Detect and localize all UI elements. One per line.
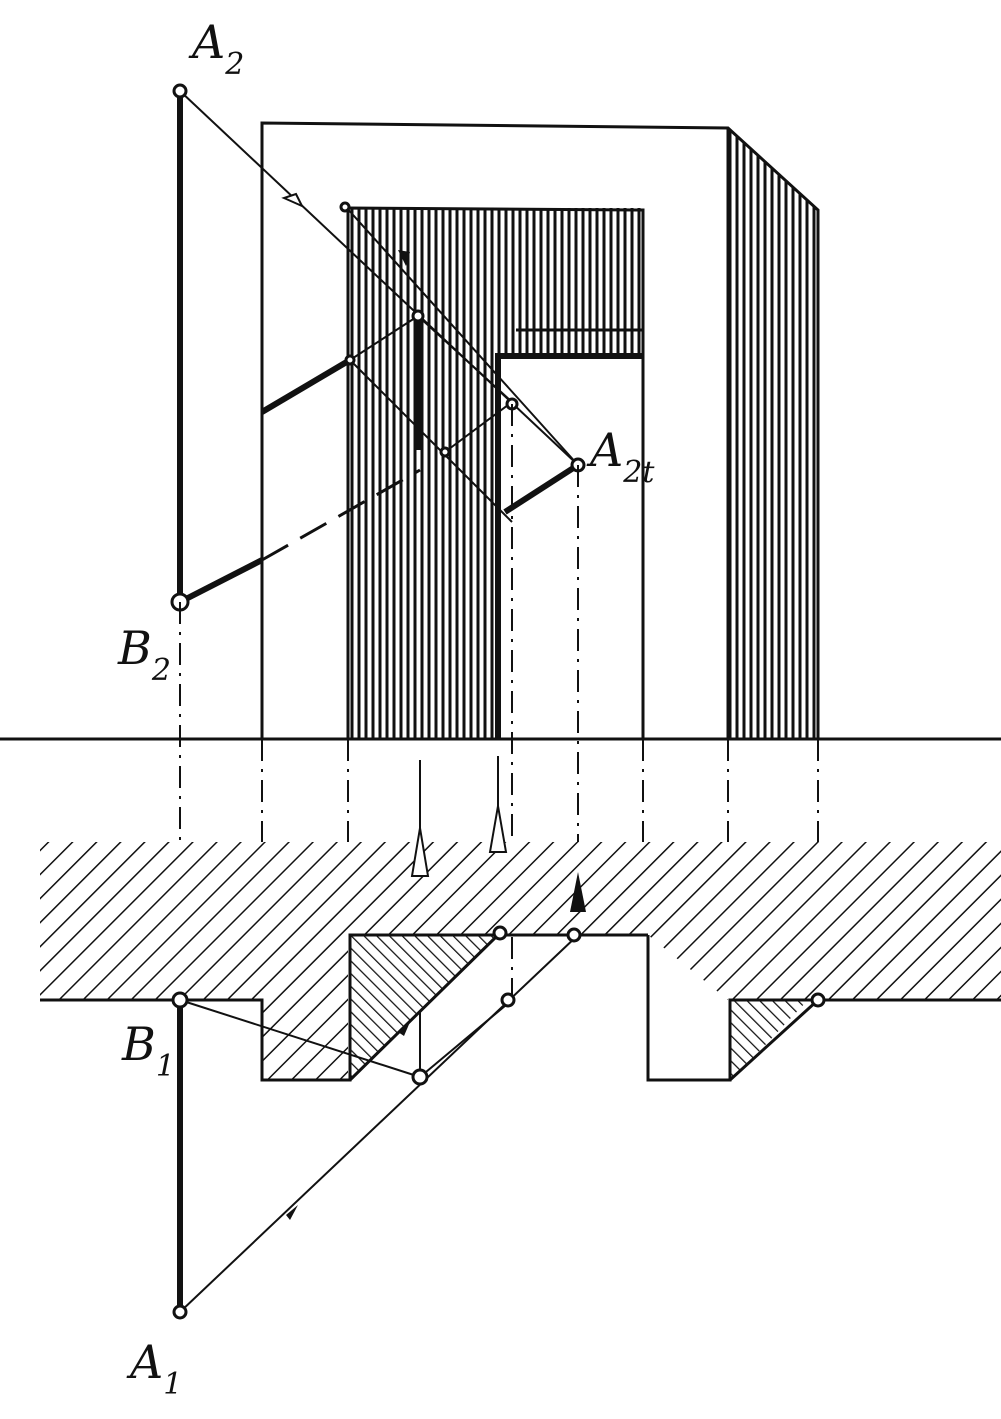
label-b1: B1 — [121, 1017, 175, 1084]
top-shadow-edge-right — [728, 998, 820, 1082]
top-outline-left — [40, 933, 498, 1082]
point-top-5 — [810, 992, 826, 1008]
up-arrow-1 — [410, 827, 430, 877]
front-shadow-inner-wall — [348, 208, 498, 738]
label-a2: A2 — [188, 15, 244, 82]
shadow-upper-right — [349, 315, 419, 361]
point-top-4 — [566, 927, 582, 943]
top-ray-arrow-1 — [286, 1205, 298, 1220]
point-b2-wall — [339, 201, 351, 213]
light-ray-b1 — [179, 999, 421, 1078]
shadow-b2-ray-lower — [178, 557, 264, 605]
ray-arrow-2 — [398, 250, 410, 266]
front-shadow-side-face — [728, 128, 818, 738]
up-arrow-3 — [570, 872, 586, 912]
light-ray-b2 — [344, 205, 579, 466]
shadow-upper-left — [260, 357, 352, 415]
label-a1: A1 — [126, 1335, 182, 1402]
point-a2 — [172, 83, 188, 99]
up-arrow-2 — [488, 805, 508, 853]
front-view — [170, 83, 820, 738]
shadow-cross — [444, 401, 513, 453]
point-shadow-1 — [411, 309, 425, 323]
shadow-to-a2t — [503, 462, 580, 515]
point-top-1 — [411, 1068, 429, 1086]
point-a1 — [172, 1304, 188, 1320]
front-shadow-lintel — [498, 208, 643, 356]
point-shadow-3 — [439, 446, 451, 458]
point-b1 — [171, 991, 189, 1009]
light-ray-b1-2 — [349, 934, 499, 1081]
opening-outline — [346, 206, 645, 738]
top-ray-arrow-2 — [398, 1022, 410, 1036]
shadow-diagonal-mid — [349, 359, 513, 523]
top-view — [40, 805, 1001, 1320]
shadow-b2-dashed — [261, 468, 421, 562]
shadow-diagonal-mid-2 — [417, 315, 513, 403]
shadow-edge — [495, 353, 643, 738]
label-b2: B2 — [117, 621, 171, 688]
point-top-2 — [500, 992, 516, 1008]
point-top-3 — [492, 925, 508, 941]
ground-hatch-band — [40, 842, 1001, 1080]
shadow-top-line — [419, 999, 513, 1078]
ray-arrow-1 — [281, 192, 305, 209]
label-a2t: A2t — [586, 423, 655, 490]
point-shadow-2 — [344, 354, 356, 366]
labels: A2 B2 A2t B1 A1 — [117, 15, 655, 1402]
